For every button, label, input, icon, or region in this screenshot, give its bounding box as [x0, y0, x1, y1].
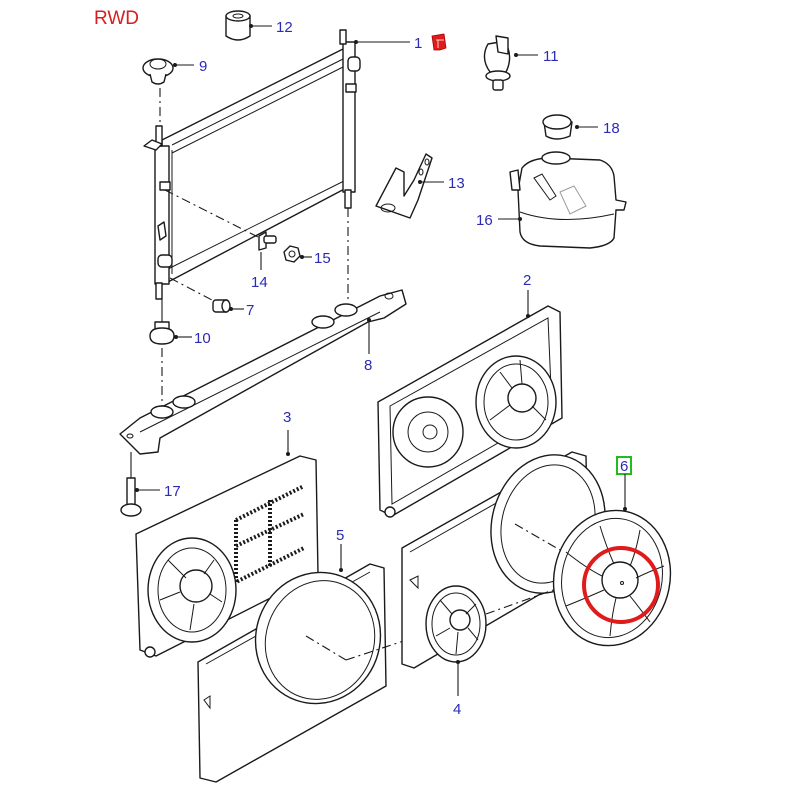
- callout-14[interactable]: 14: [251, 252, 268, 291]
- callout-number[interactable]: 14: [251, 274, 268, 291]
- callout-number[interactable]: 9: [199, 58, 207, 75]
- callout-16[interactable]: 16: [476, 212, 522, 229]
- callout-number[interactable]: 3: [283, 409, 291, 426]
- callout-number[interactable]: 12: [276, 19, 293, 36]
- part-14-stud[interactable]: [258, 231, 277, 251]
- part-17-bolt[interactable]: [120, 477, 142, 517]
- callout-number[interactable]: 15: [314, 250, 331, 267]
- callout-13[interactable]: 13: [418, 175, 465, 192]
- guide-line: [485, 583, 571, 615]
- callout-12[interactable]: 12: [249, 19, 293, 36]
- callout-number[interactable]: 18: [603, 120, 620, 137]
- callout-number[interactable]: 7: [246, 302, 254, 319]
- part-12-bushing[interactable]: [225, 10, 251, 41]
- callout-15[interactable]: 15: [300, 250, 331, 267]
- callout-8[interactable]: 8: [364, 318, 372, 374]
- part-4-small-fan[interactable]: [425, 585, 487, 663]
- callout-number[interactable]: 2: [523, 272, 531, 289]
- part-13-bracket[interactable]: [375, 153, 433, 219]
- callout-18[interactable]: 18: [575, 120, 620, 137]
- callout-6-selected[interactable]: 6: [616, 456, 632, 511]
- guide-line: [169, 277, 213, 301]
- part-15-nut[interactable]: [283, 245, 301, 263]
- callout-9[interactable]: 9: [173, 58, 207, 75]
- callout-3[interactable]: 3: [283, 409, 291, 456]
- callout-11[interactable]: 11: [514, 48, 559, 65]
- callout-number[interactable]: 16: [476, 212, 493, 229]
- callout-number[interactable]: 4: [453, 701, 461, 718]
- part-5-shroud-panel[interactable]: [197, 555, 399, 783]
- part-7-plug[interactable]: [212, 299, 231, 313]
- part-16-tank[interactable]: [509, 151, 627, 249]
- callout-number[interactable]: 1: [414, 35, 422, 52]
- part-10-mount[interactable]: [149, 321, 175, 345]
- callout-10[interactable]: 10: [174, 330, 211, 347]
- callout-2[interactable]: 2: [523, 272, 531, 318]
- callout-number[interactable]: 13: [448, 175, 465, 192]
- part-11-clip[interactable]: [483, 35, 511, 91]
- highlight-ring: [582, 546, 660, 624]
- callout-number[interactable]: 10: [194, 330, 211, 347]
- callout-number[interactable]: 5: [336, 527, 344, 544]
- callout-4[interactable]: 4: [453, 660, 461, 718]
- callout-number[interactable]: 17: [164, 483, 181, 500]
- callout-number[interactable]: 8: [364, 357, 372, 374]
- part-18-cap[interactable]: [542, 114, 573, 140]
- callout-1[interactable]: 1: [354, 35, 422, 52]
- selection-box: [616, 456, 632, 475]
- part-6-fan-blade[interactable]: [541, 499, 683, 656]
- part-1-radiator[interactable]: [143, 29, 361, 300]
- info-flag-icon[interactable]: [431, 33, 447, 51]
- diagram-title: RWD: [94, 8, 139, 29]
- callout-17[interactable]: 17: [135, 483, 181, 500]
- part-8-crossmember[interactable]: [119, 289, 407, 455]
- guide-line: [514, 523, 561, 551]
- callout-5[interactable]: 5: [336, 527, 344, 572]
- part-2-fan-assembly[interactable]: [377, 305, 563, 518]
- callout-7[interactable]: 7: [229, 302, 254, 319]
- guide-line: [305, 635, 347, 661]
- part-3-shroud[interactable]: [135, 455, 319, 658]
- part-9-mount[interactable]: [142, 58, 174, 85]
- callout-number[interactable]: 6: [620, 458, 628, 475]
- callout-number[interactable]: 11: [543, 48, 559, 65]
